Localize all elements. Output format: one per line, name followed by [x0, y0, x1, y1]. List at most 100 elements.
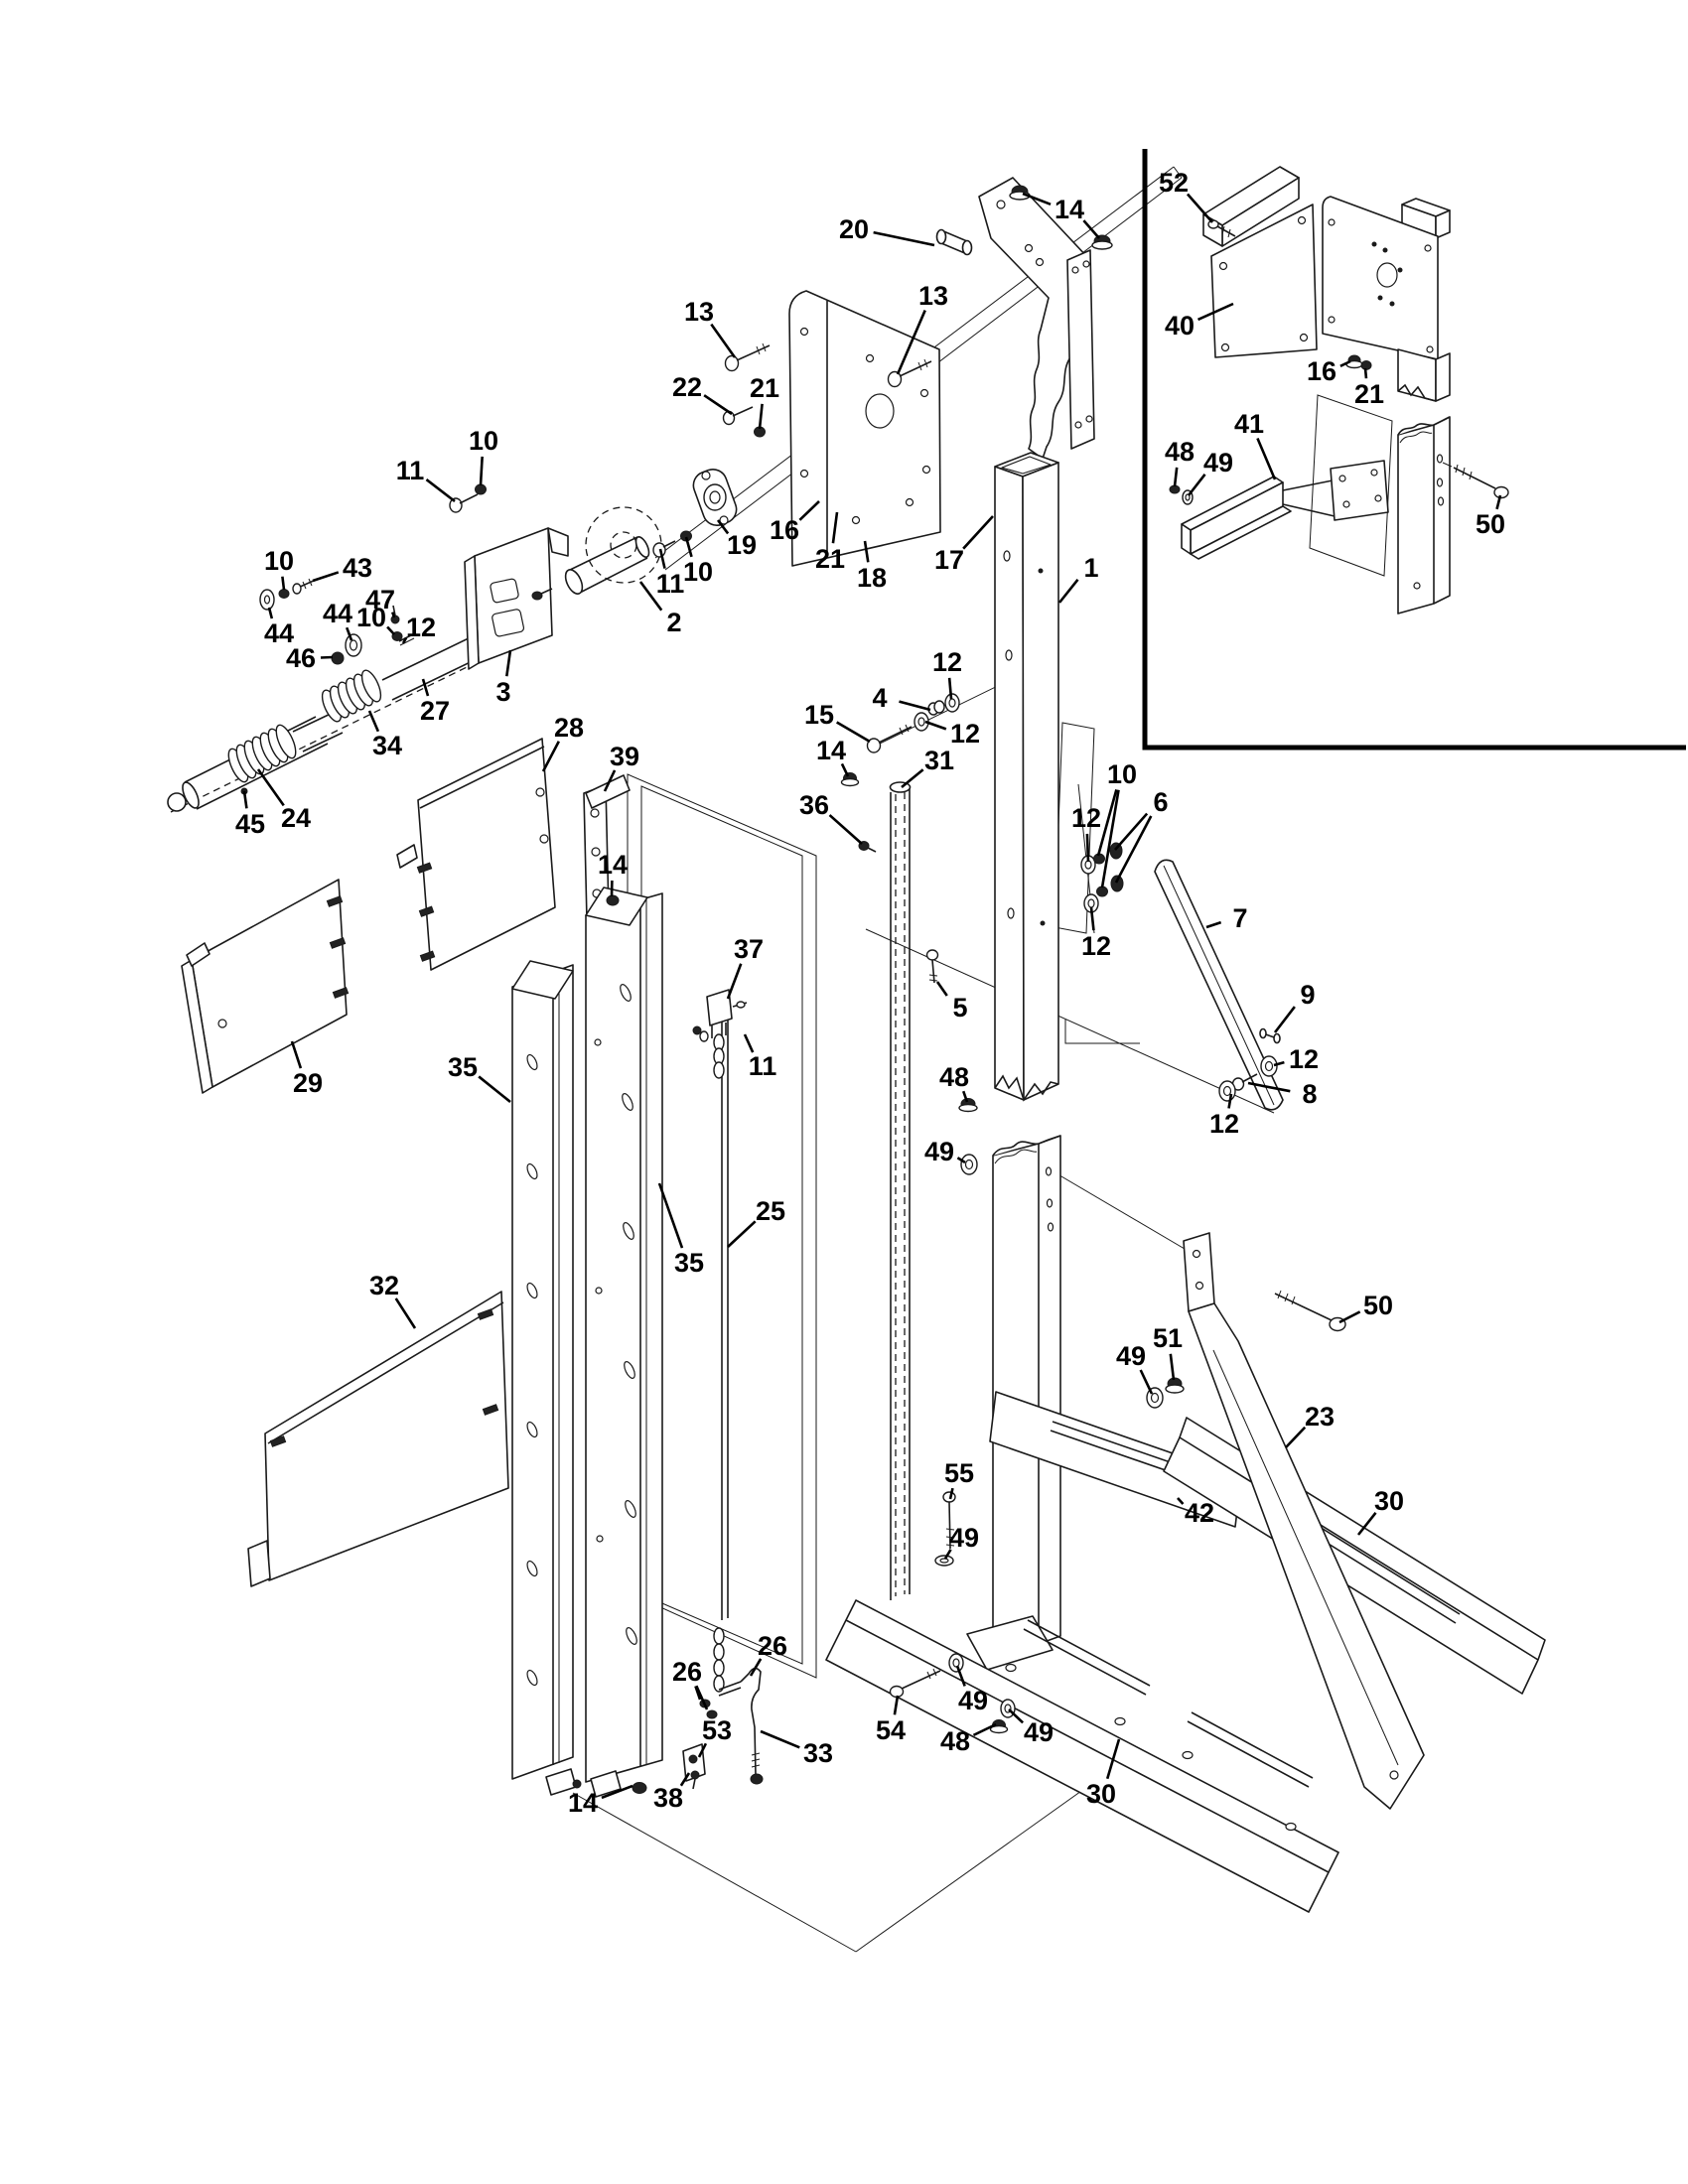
leader-29	[290, 1040, 303, 1069]
callout-6: 6	[1153, 787, 1168, 817]
callout-28: 28	[554, 713, 584, 743]
pin-20	[935, 228, 973, 256]
callout-i41: 41	[1234, 409, 1264, 439]
callout-2: 2	[666, 608, 681, 637]
leader-4	[899, 700, 931, 712]
leader-5	[935, 981, 948, 997]
callout-5: 5	[952, 993, 967, 1023]
leader-38	[679, 1772, 691, 1787]
leader-9	[1273, 1006, 1296, 1033]
leader-48a	[961, 1090, 969, 1103]
callout-53: 53	[702, 1715, 732, 1745]
bearing-19	[692, 469, 738, 526]
leader-11c	[743, 1033, 755, 1053]
inset-post	[1397, 416, 1451, 614]
callout-i49: 49	[1203, 448, 1233, 478]
leader-28	[541, 741, 560, 772]
rack-31	[889, 781, 912, 1600]
backing-plate	[1066, 249, 1095, 450]
bolt-11b-nut-10b	[652, 530, 692, 558]
leader-32	[394, 1297, 417, 1329]
callout-44b: 44	[323, 599, 352, 628]
leader-14c	[840, 762, 850, 777]
callout-45: 45	[235, 809, 265, 839]
gear-2	[564, 506, 662, 595]
bolt-11-nut-10-top	[449, 483, 487, 513]
callout-33: 33	[803, 1738, 833, 1768]
callout-24: 24	[281, 803, 311, 833]
callout-i52: 52	[1159, 168, 1189, 198]
callout-22: 22	[672, 372, 702, 402]
callout-32: 32	[369, 1271, 399, 1300]
leader-14a	[1082, 219, 1100, 239]
callout-11c: 11	[749, 1051, 777, 1081]
leader-10d	[386, 625, 395, 635]
callout-39: 39	[610, 742, 639, 771]
bracket-23	[1183, 1232, 1425, 1810]
leader-26b	[749, 1658, 763, 1677]
callout-27: 27	[420, 696, 450, 726]
chain-tensioner-37	[692, 989, 748, 1079]
leader-i40	[1196, 302, 1234, 322]
leader-19	[716, 519, 730, 535]
leader-3	[505, 649, 512, 677]
leader-11b	[658, 548, 666, 569]
callout-12g: 12	[932, 647, 962, 677]
brace-foot-hardware	[1218, 1027, 1281, 1102]
shaft-hardware	[259, 578, 403, 665]
chain-bottom-33	[699, 1627, 764, 1785]
leader-49a	[956, 1157, 966, 1164]
post-35-right	[585, 887, 663, 1798]
callout-35b: 35	[674, 1248, 704, 1278]
callout-30b: 30	[1374, 1486, 1404, 1516]
post-1-lower	[966, 1135, 1061, 1671]
leader-23	[1285, 1426, 1307, 1448]
callout-49d: 49	[1024, 1717, 1054, 1747]
callout-16a: 16	[770, 515, 799, 545]
bracket-39	[583, 774, 631, 921]
inset-bolt-50	[1442, 462, 1509, 499]
leader-10a	[479, 456, 484, 486]
leader-35a	[478, 1075, 511, 1104]
inset-panel	[1142, 149, 1686, 751]
callout-23: 23	[1305, 1402, 1335, 1432]
callout-21b: 21	[815, 544, 845, 574]
spring-34	[227, 669, 382, 783]
leader-i48	[1173, 467, 1179, 487]
leader-21b	[831, 511, 839, 544]
leader-i41	[1256, 438, 1277, 480]
callout-47: 47	[365, 585, 395, 614]
leader-10e	[1096, 789, 1118, 857]
callout-10b: 10	[683, 557, 713, 587]
leader-47	[391, 612, 396, 618]
callout-12e: 12	[1209, 1109, 1239, 1139]
post-35-left	[511, 960, 582, 1796]
leader-30a	[1105, 1738, 1121, 1780]
callout-48b: 48	[940, 1726, 970, 1756]
leader-44b	[345, 626, 353, 641]
leader-26a	[695, 1685, 709, 1710]
callout-15: 15	[804, 700, 834, 730]
bolt-50-main	[1274, 1290, 1346, 1332]
callout-30a: 30	[1086, 1779, 1116, 1809]
channel-30-lower	[825, 1599, 1339, 1913]
leader-48b	[972, 1722, 997, 1737]
leader-17	[962, 515, 994, 550]
callout-12b: 12	[1071, 803, 1101, 833]
callout-51: 51	[1153, 1323, 1183, 1353]
leader-1	[1057, 578, 1079, 604]
brace-7	[1154, 859, 1284, 1111]
post-1-upper	[994, 452, 1059, 1102]
bolt-15-stack	[840, 693, 960, 853]
leader-35b	[657, 1182, 684, 1249]
callout-37: 37	[734, 934, 764, 964]
leader-i21	[1363, 367, 1368, 379]
callout-48a: 48	[939, 1062, 969, 1092]
leader-30b	[1356, 1512, 1377, 1536]
callout-1: 1	[1083, 553, 1098, 583]
inset-bracket-41	[1169, 460, 1389, 560]
leader-44a	[267, 607, 274, 619]
leader-12c	[1089, 906, 1095, 931]
callout-25: 25	[756, 1196, 785, 1226]
